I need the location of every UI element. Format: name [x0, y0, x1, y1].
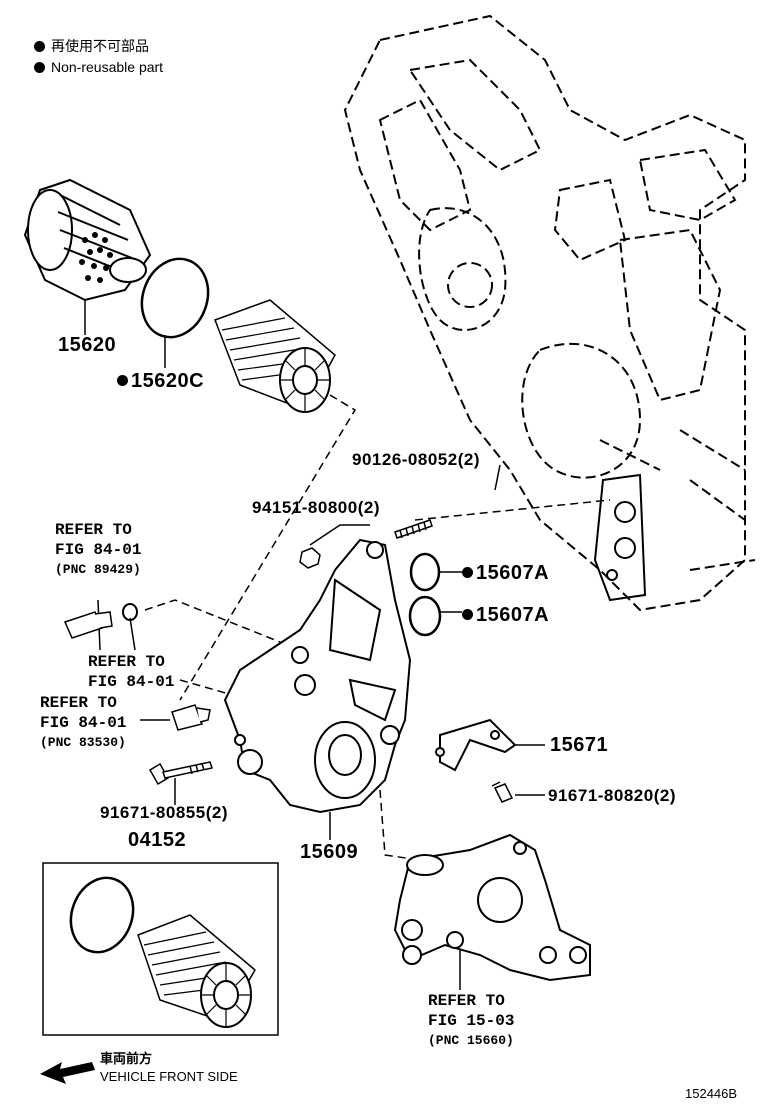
part-label-15607a-upper: 15607A [462, 562, 549, 585]
refer-block-89429: REFER TO FIG 84-01 (PNC 89429) [55, 520, 141, 580]
kit-o-ring [69, 876, 135, 954]
part-label-15609: 15609 [300, 841, 359, 863]
direction-jp: 車両前方 [100, 1051, 153, 1066]
refer-fig: FIG 84-01 [55, 541, 142, 559]
arrow-left-icon [40, 1062, 95, 1084]
bolt-91671-80820 [491, 781, 514, 803]
refer-pnc: (PNC 15660) [428, 1033, 514, 1048]
refer-line: REFER TO [428, 992, 505, 1010]
legend-en: Non-reusable part [34, 57, 163, 77]
refer-block-15660: REFER TO FIG 15-03 (PNC 15660) [428, 991, 514, 1051]
direction-en: VEHICLE FRONT SIDE [100, 1069, 238, 1084]
refer-block-83530: REFER TO FIG 84-01 (PNC 83530) [40, 693, 126, 753]
legend-en-text: Non-reusable part [51, 59, 164, 75]
kit-box-04152 [42, 862, 279, 1036]
oil-pressure-sensor [63, 611, 113, 639]
refer-line: REFER TO [55, 521, 132, 539]
part-15607a-text: 15607A [476, 562, 550, 584]
block-mount-boss [593, 473, 647, 602]
insulator-15671 [435, 718, 517, 772]
refer-block-84-01: REFER TO FIG 84-01 [88, 652, 174, 692]
bolt-91671-80855 [148, 761, 213, 786]
o-ring-15607a-upper [409, 552, 441, 592]
kit-filter-element [137, 914, 256, 1028]
stud-90126 [394, 519, 433, 539]
refer-line: REFER TO [88, 653, 165, 671]
non-reusable-dot-icon [462, 609, 473, 620]
part-label-04152: 04152 [128, 829, 187, 851]
nut-94151 [299, 547, 321, 569]
part-15607a-text: 15607A [476, 604, 550, 626]
part-label-15671: 15671 [550, 734, 609, 756]
oil-temp-sensor [171, 704, 211, 731]
refer-fig: FIG 84-01 [88, 673, 175, 691]
part-label-90126: 90126-08052(2) [352, 450, 480, 469]
refer-pnc: (PNC 83530) [40, 735, 126, 750]
oil-pump [393, 833, 591, 982]
part-label-91671-80855: 91671-80855(2) [100, 803, 228, 822]
non-reusable-dot-icon [462, 567, 473, 578]
part-label-91671-80820: 91671-80820(2) [548, 786, 676, 805]
gasket-washer [122, 603, 138, 621]
part-label-94151: 94151-80800(2) [252, 498, 380, 517]
part-label-15620: 15620 [58, 334, 117, 356]
part-15620c-text: 15620C [131, 370, 205, 392]
leader-lines [144, 394, 611, 861]
engine-block [343, 14, 756, 612]
o-ring-15620c [140, 257, 210, 339]
figure-id: 152446B [685, 1086, 738, 1101]
oil-filter-bracket-15609 [223, 538, 412, 814]
part-label-15607a-lower: 15607A [462, 604, 549, 627]
non-reusable-dot-icon [117, 375, 128, 386]
bullet-icon [34, 62, 45, 73]
refer-pnc: (PNC 89429) [55, 562, 141, 577]
refer-line: REFER TO [40, 694, 117, 712]
legend-jp-text: 再使用不可部品 [51, 38, 149, 54]
part-label-15620c: 15620C [117, 370, 204, 393]
callout-lines [84, 300, 545, 990]
bullet-icon [34, 41, 45, 52]
refer-fig: FIG 15-03 [428, 1012, 515, 1030]
refer-fig: FIG 84-01 [40, 714, 127, 732]
oil-filter-cap-15620 [23, 178, 152, 302]
o-ring-15607a-lower [408, 595, 442, 637]
legend-jp: 再使用不可部品 [34, 36, 149, 56]
oil-filter-element [214, 299, 336, 413]
